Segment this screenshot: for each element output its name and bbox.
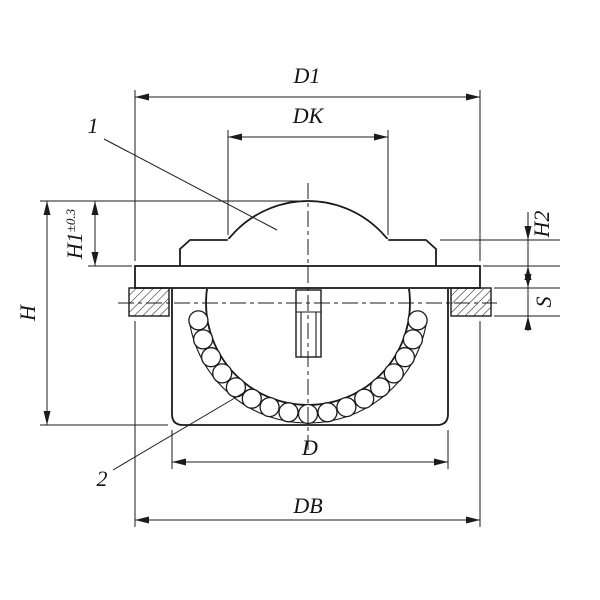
mounting-plate-left	[128, 287, 170, 317]
callout-1-label: 1	[88, 113, 99, 138]
bearing-ball	[278, 402, 299, 423]
bearing-balls	[188, 310, 428, 425]
dimension-d1: D1	[134, 63, 481, 261]
dim-label-h1: H1±0.3	[62, 208, 87, 260]
callout-1: 1	[88, 113, 278, 231]
bearing-ball	[383, 363, 404, 384]
dim-label-h2: H2	[529, 211, 554, 239]
cover-plate	[179, 239, 437, 266]
callout-2-label: 2	[97, 466, 108, 491]
bearing-ball	[188, 310, 209, 331]
bearing-ball	[369, 377, 391, 398]
bearing-ball	[212, 363, 233, 384]
dimension-h1: H1±0.3	[62, 201, 132, 267]
dimension-dk: DK	[227, 103, 389, 235]
dimension-db: DB	[134, 321, 481, 527]
bearing-ball	[402, 329, 424, 350]
bearing-ball	[354, 388, 375, 409]
dimension-h2: H2	[440, 211, 560, 331]
dimension-d: D	[171, 430, 449, 469]
bearing-ball	[317, 402, 338, 423]
bearing-ball	[336, 396, 357, 418]
bearing-ball	[241, 388, 262, 409]
bearing-ball	[394, 347, 416, 368]
dimension-h: H	[15, 200, 305, 426]
dim-label-d: D	[301, 435, 318, 460]
bearing-ball	[259, 396, 280, 418]
callout-2: 2	[97, 388, 251, 491]
bearing-ball	[225, 377, 247, 398]
dim-label-d1: D1	[293, 63, 321, 88]
mounting-plate-right	[450, 287, 492, 317]
dimension-s: S	[494, 274, 560, 330]
dim-label-db: DB	[292, 493, 322, 518]
bearing-ball	[200, 347, 222, 368]
bearing-ball	[407, 310, 428, 331]
dim-label-dk: DK	[292, 103, 325, 128]
dim-label-s: S	[531, 297, 556, 308]
dim-label-h: H	[15, 304, 40, 322]
bearing-ball	[192, 329, 214, 350]
mounting-plates	[128, 287, 492, 317]
